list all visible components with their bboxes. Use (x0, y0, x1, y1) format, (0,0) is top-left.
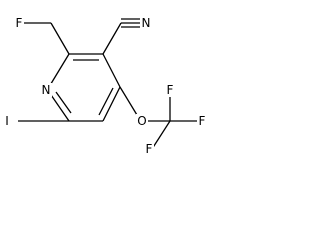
bond-ring-c4-c5-inner (98, 87, 114, 116)
atom-iodine: I (5, 114, 9, 128)
atom-f-left: F (146, 142, 153, 156)
atom-oxygen: O (137, 114, 146, 128)
bond-ring-c3-c4 (102, 53, 121, 88)
bond-ring-c6-n (48, 91, 70, 122)
atom-f-top: F (167, 83, 174, 97)
bond-ring-c4-c5 (102, 86, 121, 122)
atom-n-ring: N (42, 83, 51, 97)
bond-ring-n-c2 (48, 53, 70, 88)
atom-f-right: F (199, 114, 206, 128)
bond-c4-o (119, 86, 138, 116)
bond-c3-cn (102, 22, 122, 55)
bond-cf3-f-left (151, 120, 171, 150)
chemical-structure: F N N I O F F F (2, 16, 207, 156)
atom-n-nitrile: N (142, 16, 151, 30)
atom-f-fluoromethyl: F (16, 16, 23, 30)
bond-ring-c6-n-inner (55, 91, 72, 114)
bond-c2-ch2 (50, 22, 70, 55)
